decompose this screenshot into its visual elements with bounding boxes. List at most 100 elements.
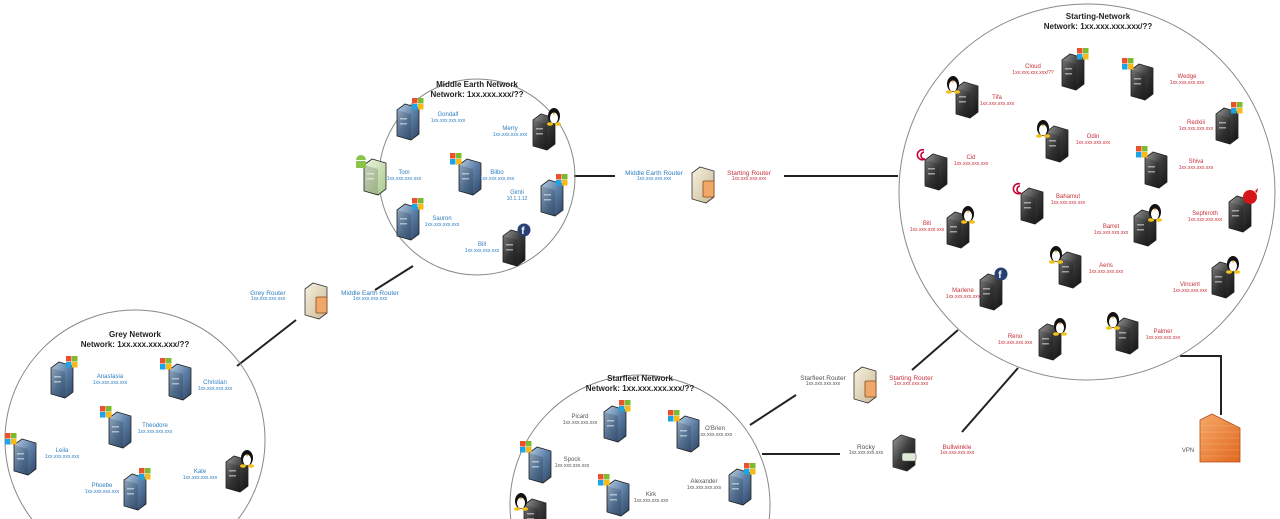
server-cloud[interactable]	[1061, 53, 1085, 91]
host-ip: 1xx.xxx.xxx.xxx	[92, 379, 128, 386]
interface-name: Starfleet Router	[800, 375, 846, 382]
svg-text:f: f	[998, 270, 1002, 281]
link-starting-to-vpn	[1180, 355, 1222, 415]
server-wedge[interactable]	[1130, 63, 1154, 101]
linux-icon	[1106, 312, 1120, 330]
router-starfleet-starting[interactable]	[853, 366, 877, 404]
linux-icon	[961, 206, 975, 224]
server-spock[interactable]	[528, 446, 552, 484]
host-ip: 1xx.xxx.xxx.xxx	[464, 247, 500, 254]
server-aeris[interactable]	[1058, 251, 1082, 289]
linux-icon	[1049, 246, 1063, 264]
server-christian[interactable]	[168, 363, 192, 401]
server-phoebe[interactable]	[123, 473, 147, 511]
host-name: Anastasia	[96, 374, 124, 380]
linux-icon	[946, 76, 960, 94]
host-ip: 1xx.xxx.xxx.xxx	[979, 100, 1015, 107]
interface-ip: 1xx.xxx.xxx.xxx	[731, 176, 767, 183]
interface-ip: 1xx.xxx.xxx.xxx	[250, 296, 286, 303]
linux-icon	[547, 108, 561, 126]
server-alexander[interactable]	[728, 468, 752, 506]
server-redxiii[interactable]	[1215, 107, 1239, 145]
server-bill[interactable]	[502, 229, 526, 267]
host-ip: 1xx.xxx.xxx.xxx	[84, 488, 120, 495]
windows-icon	[556, 174, 568, 186]
server-theodore[interactable]	[108, 411, 132, 449]
server-anastasia[interactable]	[50, 361, 74, 399]
vpn-label: VPN	[1181, 448, 1195, 454]
host-name: Wedge	[1177, 74, 1197, 80]
server-shiva[interactable]	[1144, 151, 1168, 189]
host-ip: 1xx.xxx.xxx.xxx	[562, 419, 598, 426]
server-bahamut[interactable]	[1020, 187, 1044, 225]
host-name: Sephiroth	[1192, 211, 1218, 217]
fedora-icon: f	[994, 267, 1008, 281]
server-leila[interactable]	[13, 438, 37, 476]
network-name: Starfleet Network	[607, 374, 673, 383]
router-me-starting[interactable]	[691, 166, 715, 204]
network-name: Middle Earth Network	[436, 80, 518, 89]
host-name: Biti	[922, 221, 932, 227]
host-ip: 1xx.xxx.xxx.xxx	[197, 385, 233, 392]
host-name: O'Brien	[705, 426, 725, 432]
windows-icon	[139, 468, 151, 480]
server-bilbo[interactable]	[458, 158, 482, 196]
network-subnet: Network: 1xx.xxx.xxx.xxx/??	[1043, 21, 1153, 31]
server-palmer[interactable]	[1115, 317, 1139, 355]
server-sauron[interactable]	[396, 203, 420, 241]
windows-icon	[1231, 102, 1243, 114]
router-rocky-bullwinkle[interactable]	[892, 434, 917, 472]
server-sephiroth[interactable]	[1228, 195, 1252, 233]
host-name: Tifa	[992, 95, 1002, 101]
server-odin[interactable]	[1045, 125, 1069, 163]
server-picard[interactable]	[603, 405, 627, 443]
server-cid[interactable]	[924, 153, 948, 191]
host-name: Gimli	[510, 190, 524, 196]
bsd-icon	[1243, 188, 1258, 204]
host-name: Theodore	[142, 423, 168, 429]
host-name: Bahamut	[1055, 194, 1081, 200]
host-name: Vincent	[1180, 282, 1200, 288]
server-reno[interactable]	[1038, 323, 1062, 361]
linux-icon	[1148, 204, 1162, 222]
server-gondalf[interactable]	[396, 103, 420, 141]
interface-name: Rocky	[856, 444, 876, 451]
windows-icon	[598, 474, 610, 486]
interface-ip: 1xx.xxx.xxx.xxx	[848, 450, 884, 457]
windows-icon	[619, 400, 631, 412]
server-kirk[interactable]	[606, 479, 630, 517]
vpn-firewall-icon[interactable]	[1199, 413, 1241, 463]
link-router-to-middle-earth	[374, 265, 414, 291]
server-tom[interactable]	[363, 158, 387, 196]
host-name: Merry	[502, 126, 518, 132]
server-tifa[interactable]	[955, 81, 979, 119]
host-name: Marlene	[952, 288, 974, 294]
host-name: Christian	[203, 380, 227, 386]
server-o-brien[interactable]	[676, 415, 700, 453]
interface-name: Middle Earth Router	[625, 170, 683, 177]
server-marlene[interactable]	[979, 273, 1003, 311]
link-starfleet-to-router	[749, 394, 797, 426]
linux-icon	[514, 493, 528, 511]
host-name: Sauron	[432, 216, 452, 222]
router-grey-me[interactable]	[304, 282, 328, 320]
server-gimli[interactable]	[540, 179, 564, 217]
